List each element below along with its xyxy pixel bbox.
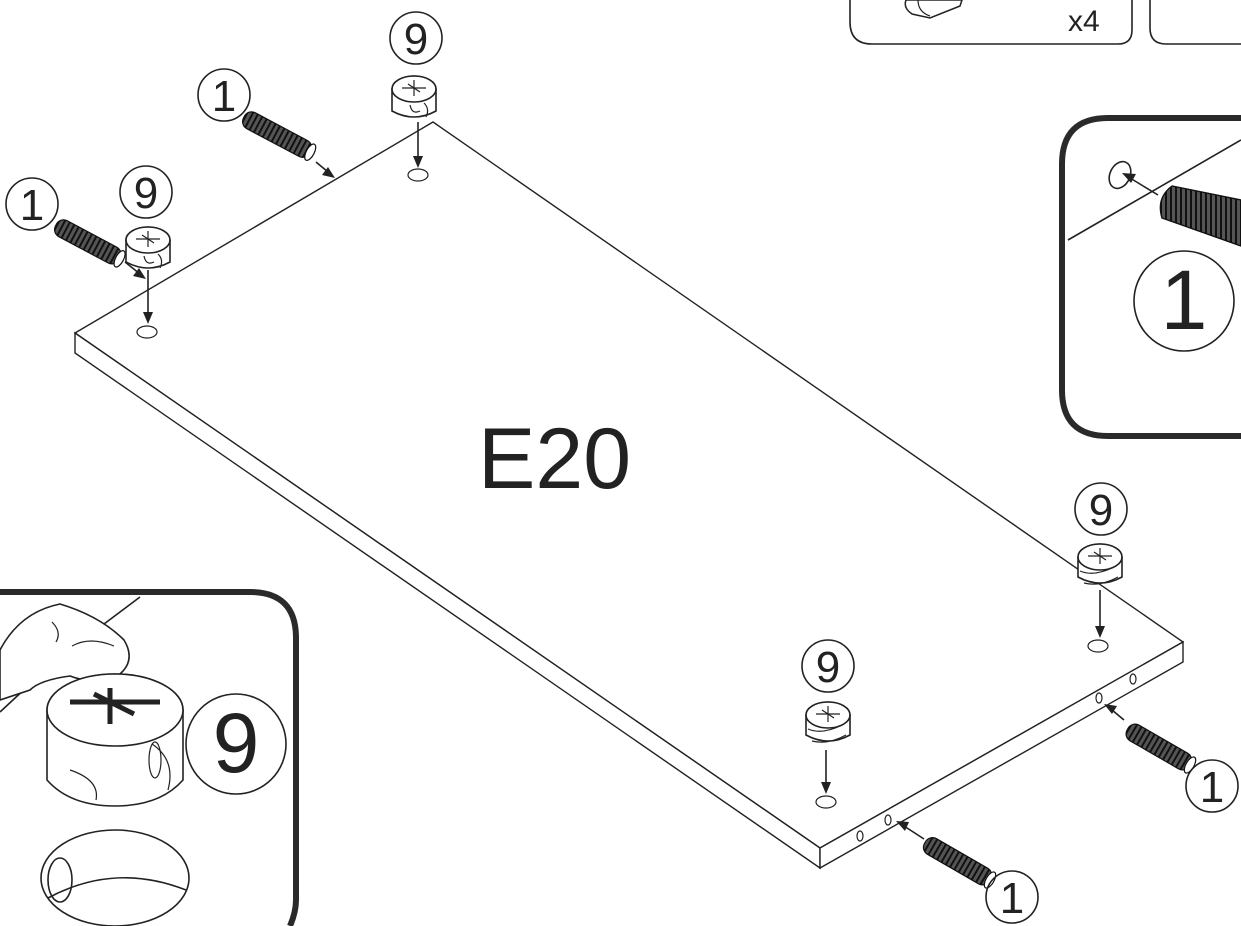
dowel-bottom-right — [1104, 704, 1197, 774]
cam-right — [1077, 543, 1123, 638]
panel-e20: E20 — [73, 121, 1185, 870]
detail-box-dowel: 1 — [1059, 115, 1241, 439]
callout-dowel-1: 1 — [5, 177, 59, 231]
legend-quantity: x4 — [1068, 5, 1100, 38]
svg-text:9: 9 — [404, 15, 428, 64]
cam-top-left — [125, 226, 171, 324]
callout-cam-1: 9 — [119, 165, 173, 219]
svg-text:1: 1 — [1200, 763, 1224, 812]
cam-bottom — [805, 701, 851, 794]
panel-label: E20 — [478, 411, 631, 507]
callout-dowel-3: 1 — [985, 870, 1039, 924]
dowel-bottom-middle — [896, 821, 997, 889]
dowel-top-left — [53, 219, 146, 279]
callout-cam-3: 9 — [1074, 482, 1128, 536]
svg-text:1: 1 — [212, 72, 236, 121]
cam-top-middle — [391, 75, 437, 168]
svg-text:9: 9 — [134, 169, 158, 218]
parts-legend-box: x4 — [849, 0, 1241, 45]
detail-dowel-number: 1 — [1161, 253, 1208, 347]
legend-dowel-icon — [904, 0, 963, 19]
svg-text:9: 9 — [1089, 486, 1113, 535]
svg-text:1: 1 — [1000, 874, 1024, 923]
detail-cam-number: 9 — [213, 696, 260, 790]
cam-holes — [136, 168, 1109, 809]
callout-dowel-2: 1 — [197, 68, 251, 122]
callout-cam-4: 9 — [801, 639, 855, 693]
callout-cam-2: 9 — [389, 11, 443, 65]
dowel-top-middle — [241, 111, 335, 178]
detail-box-cam: 9 — [0, 589, 299, 926]
svg-text:1: 1 — [20, 181, 44, 230]
dowel-holes — [856, 673, 1137, 842]
callout-dowel-4: 1 — [1185, 759, 1239, 813]
svg-text:9: 9 — [816, 643, 840, 692]
